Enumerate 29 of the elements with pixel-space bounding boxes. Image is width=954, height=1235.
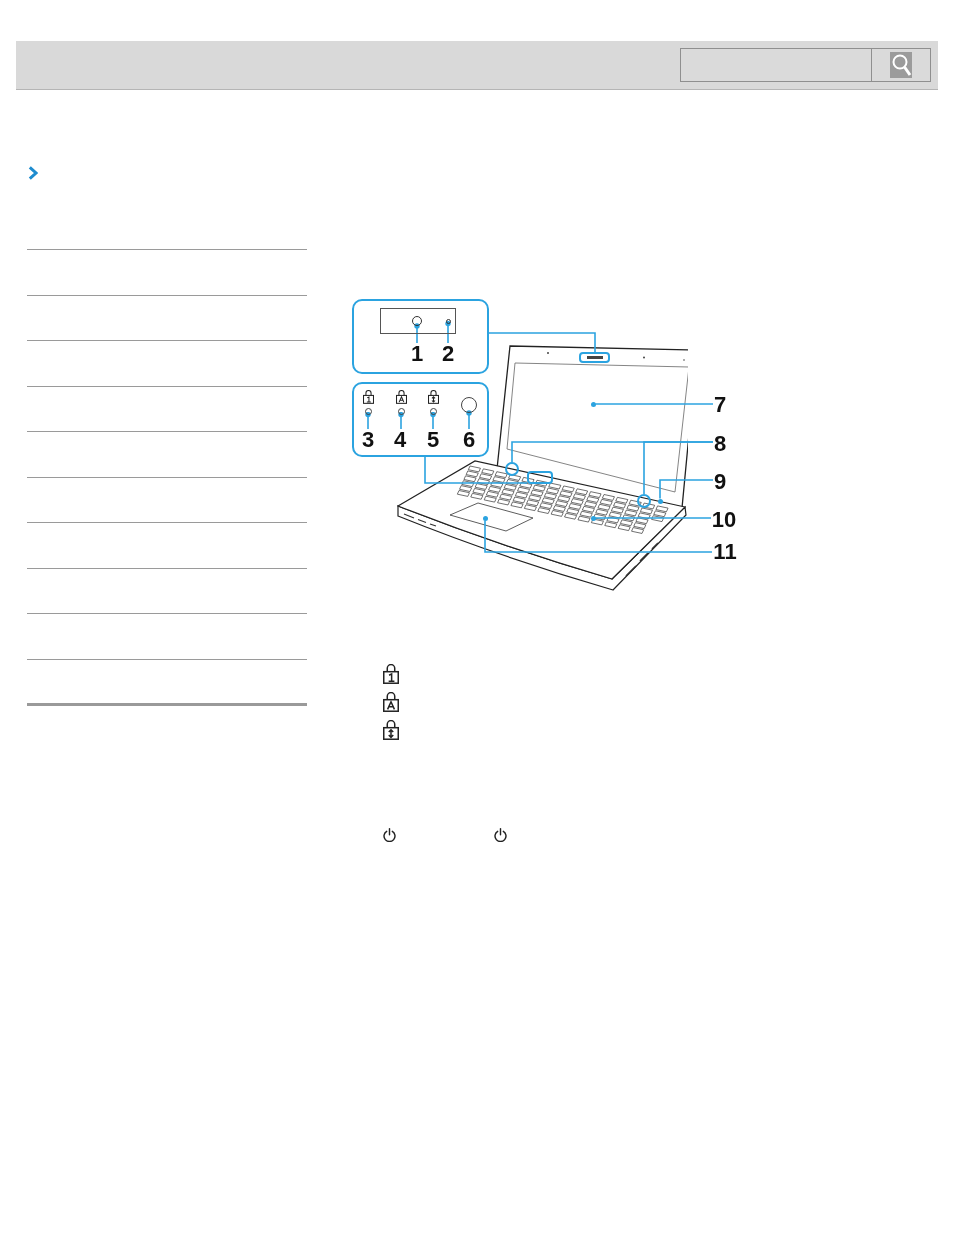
leader-line [484, 519, 713, 553]
callout-number: 3 [361, 429, 375, 451]
leader-line [445, 320, 451, 344]
inset-panel [352, 382, 489, 457]
leader-line [430, 411, 436, 430]
highlight-frame [527, 471, 553, 484]
leader-line [594, 403, 714, 405]
highlight-frame [579, 352, 610, 363]
callout-number: 5 [426, 429, 440, 451]
callout-number: 10 [711, 509, 737, 531]
highlight-ring [637, 494, 651, 508]
callout-number: 8 [713, 433, 727, 455]
inset-panel [352, 299, 489, 374]
callout-number: 7 [713, 394, 727, 416]
leader-line [466, 410, 472, 430]
leader-line [643, 441, 714, 495]
leader-line [414, 323, 420, 344]
highlight-ring [505, 462, 519, 476]
leader-line [659, 479, 714, 500]
connector-line [424, 456, 528, 484]
callout-number: 1 [410, 343, 424, 365]
callout-number: 2 [441, 343, 455, 365]
callout-number: 11 [712, 541, 738, 563]
leader-line [398, 411, 404, 430]
callout-number: 6 [462, 429, 476, 451]
callout-number: 4 [393, 429, 407, 451]
connector-line [488, 332, 596, 353]
callout-number: 9 [713, 471, 727, 493]
leader-line [365, 411, 371, 430]
